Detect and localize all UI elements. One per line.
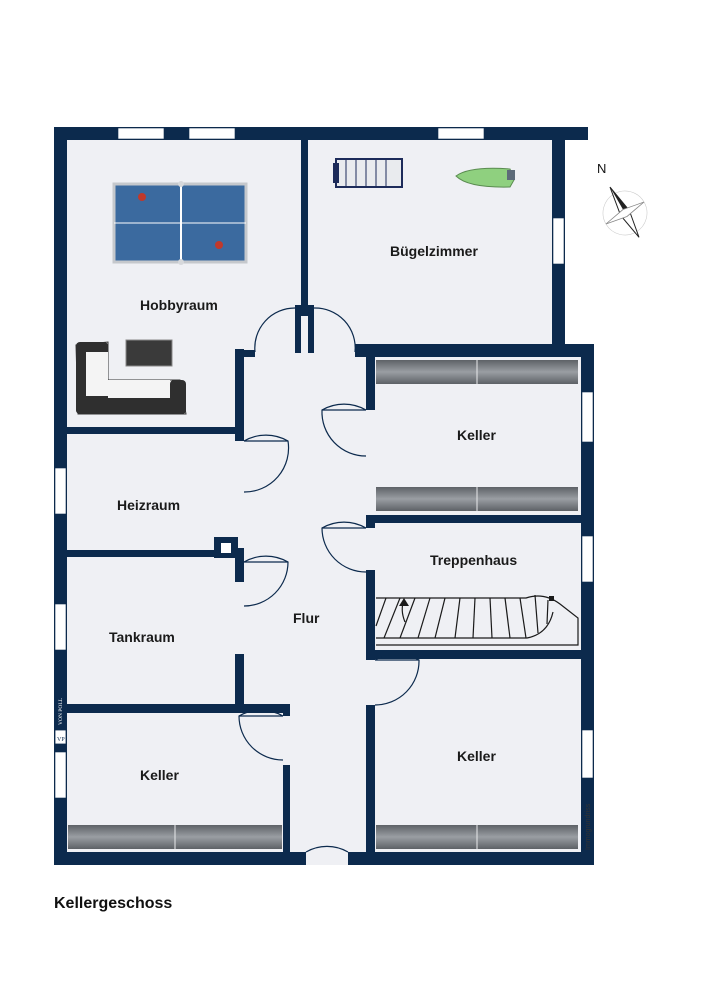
room-label-flur: Flur [293, 610, 320, 626]
compass-north-label: N [597, 161, 606, 176]
staircase [375, 594, 579, 646]
storage-shelves [68, 360, 578, 849]
stair-arrow-icon [399, 598, 409, 606]
entrance-opening [306, 852, 348, 865]
compass-rose [602, 186, 648, 238]
watermark-text: Immogrundriss [585, 803, 592, 850]
von-poll-logo: VP VON POLL [54, 697, 67, 745]
room-label-treppenhaus: Treppenhaus [430, 552, 517, 568]
room-label-hobbyraum: Hobbyraum [140, 297, 218, 313]
table-tennis-table [112, 181, 248, 265]
room-label-buegelzimmer: Bügelzimmer [390, 243, 478, 259]
chimney-shaft [221, 543, 231, 553]
room-label-keller-top: Keller [457, 427, 496, 443]
room-label-keller-left: Keller [140, 767, 179, 783]
room-label-heizraum: Heizraum [117, 497, 180, 513]
svg-text:VP: VP [57, 737, 65, 743]
room-label-keller-right: Keller [457, 748, 496, 764]
svg-text:VON POLL: VON POLL [58, 697, 64, 725]
ironing-board [455, 167, 515, 188]
sofa [75, 339, 187, 415]
door-leaves [239, 409, 419, 717]
doors [238, 307, 420, 853]
room-label-tankraum: Tankraum [109, 629, 175, 645]
stair-post [549, 596, 554, 601]
windows [54, 127, 594, 799]
floor-caption: Kellergeschoss [54, 895, 173, 912]
foosball-table [333, 158, 403, 188]
